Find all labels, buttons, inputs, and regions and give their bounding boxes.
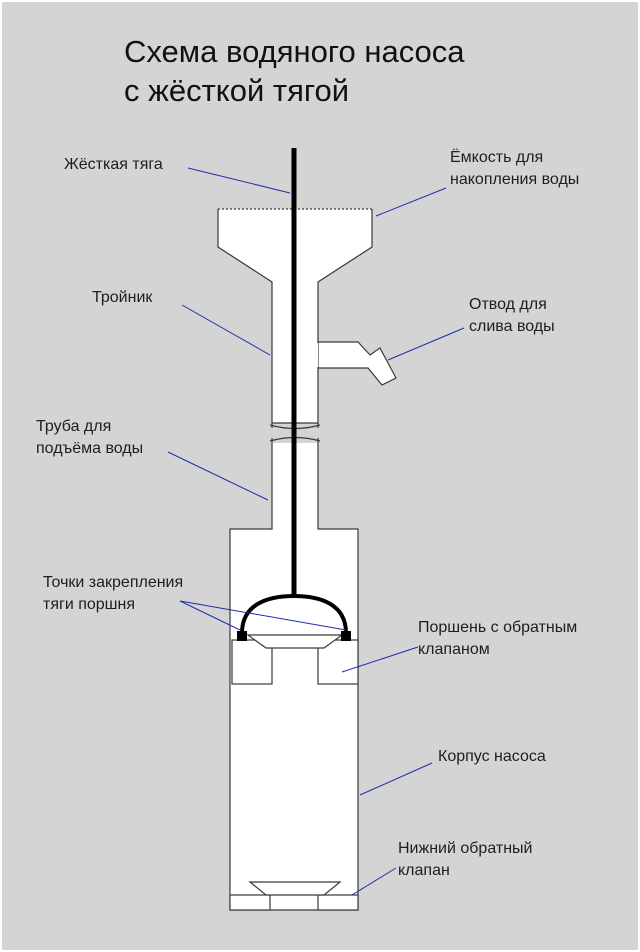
leader-attach-right (179, 600, 347, 631)
title-line-2: с жёсткой тягой (124, 73, 350, 108)
label-outlet-line-1: Отвод для (469, 296, 547, 313)
leader-tank (375, 187, 447, 217)
pump-housing (229, 443, 359, 911)
label-piston: Поршень с обратным клапаном (418, 617, 577, 661)
label-bottom-valve: Нижний обратный клапан (398, 838, 532, 882)
piston-valve (246, 634, 344, 649)
label-tank-line-2: накопления воды (450, 171, 580, 188)
label-pipe: Труба для подъёма воды (36, 416, 143, 460)
leader-attach-left (179, 600, 241, 631)
leader-piston (341, 646, 419, 673)
label-body-line-1: Корпус насоса (438, 748, 546, 765)
diagram-title: Схема водяного насоса с жёсткой тягой (124, 32, 465, 110)
label-pipe-line-2: подъёма воды (36, 440, 144, 457)
label-tee-line-1: Тройник (92, 289, 153, 306)
label-outlet-line-2: слива воды (469, 318, 555, 335)
leader-pipe (167, 451, 269, 501)
label-outlet: Отвод для слива воды (469, 294, 555, 338)
bottom-valve-right (317, 894, 359, 911)
label-tank-line-1: Ёмкость для (450, 149, 544, 166)
label-pipe-line-1: Труба для (36, 418, 112, 435)
label-bottom-valve-line-1: Нижний обратный (398, 840, 533, 857)
label-attach-points-line-2: тяги поршня (43, 596, 136, 613)
outlet-pipe (317, 341, 397, 386)
leader-rod (187, 167, 291, 194)
label-tee: Тройник (92, 287, 152, 309)
label-piston-line-1: Поршень с обратным (418, 619, 578, 636)
attach-point-left (237, 631, 247, 641)
label-attach-points-line-1: Точки закрепления (43, 574, 184, 591)
label-attach-points: Точки закрепления тяги поршня (43, 572, 183, 616)
attach-point-right (341, 631, 351, 641)
bottom-valve-left (229, 894, 271, 911)
label-body: Корпус насоса (438, 746, 546, 768)
bottom-valve-plate (248, 881, 342, 896)
leader-outlet (387, 327, 465, 361)
label-rod: Жёсткая тяга (64, 154, 163, 176)
rod-arc (240, 593, 348, 634)
leader-bottom-valve (351, 867, 397, 896)
label-piston-line-2: клапаном (418, 641, 490, 658)
label-bottom-valve-line-2: клапан (398, 862, 450, 879)
label-tank: Ёмкость для накопления воды (450, 147, 579, 191)
label-rod-line-1: Жёсткая тяга (64, 156, 163, 173)
leader-tee (181, 304, 271, 356)
leader-body (359, 762, 433, 796)
piston-right-block (317, 639, 359, 685)
title-line-1: Схема водяного насоса (124, 34, 465, 69)
